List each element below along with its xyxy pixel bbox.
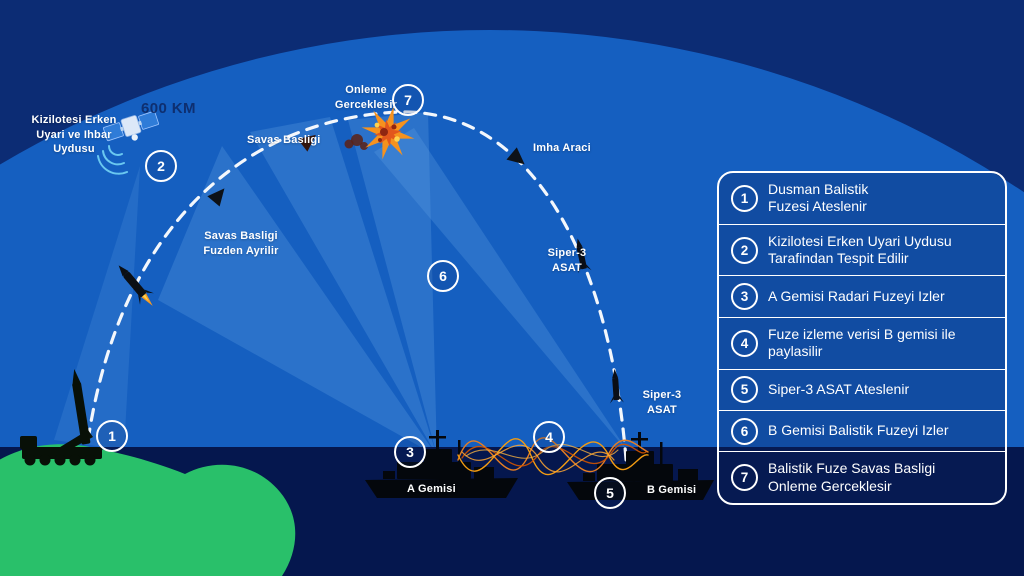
siper-lower-label-line1: Siper-3 xyxy=(642,389,682,401)
siper-upper-label: Siper-3 ASAT xyxy=(537,246,597,275)
ballistic-missile-icon xyxy=(118,265,154,306)
legend-item-7-line2: Onleme Gerceklesir xyxy=(768,477,892,494)
legend-panel: 1 Dusman Balistik Fuzesi Ateslenir 2 Kiz… xyxy=(717,171,1007,505)
erected-missile-icon xyxy=(72,368,91,445)
legend-item-2-line2: Tarafindan Tespit Edilir xyxy=(768,250,909,267)
explosion-icon xyxy=(344,106,415,160)
missile-launcher-icon xyxy=(20,368,102,466)
legend-item-7-line1: Balistik Fuze Savas Basligi xyxy=(768,460,936,477)
legend-item-6-number: 6 xyxy=(731,417,758,445)
legend-item-4: 4 Fuze izleme verisi B gemisi ile paylas… xyxy=(719,316,1005,369)
step-marker-1: 1 xyxy=(96,420,128,452)
legend-item-5: 5 Siper-3 ASAT Ateslenir xyxy=(719,368,1005,410)
legend-item-1: 1 Dusman Balistik Fuzesi Ateslenir xyxy=(719,173,1005,224)
radar-beam-apex xyxy=(348,112,437,456)
satellite-label-line1: Kizilotesi Erken xyxy=(31,114,117,126)
legend-item-4-line1: Fuze izleme verisi B gemisi ile xyxy=(768,325,956,342)
siper-upper-label-line2: ASAT xyxy=(552,261,582,274)
legend-item-7-text: Balistik Fuze Savas Basligi Onleme Gerce… xyxy=(768,460,935,495)
legend-item-3-text: A Gemisi Radari Fuzeyi Izler xyxy=(768,288,945,306)
legend-item-4-text: Fuze izleme verisi B gemisi ile paylasil… xyxy=(768,326,956,361)
radar-beam-left xyxy=(158,146,437,456)
ship-b-label: B Gemisi xyxy=(647,484,697,496)
legend-item-4-line2: paylasilir xyxy=(768,343,823,360)
warhead-icon xyxy=(297,134,316,152)
satellite-label-line3: Uydusu xyxy=(53,143,95,156)
step-marker-4: 4 xyxy=(533,421,565,453)
separation-label: Savas Basligi Fuzden Ayrilir xyxy=(192,229,290,258)
warhead-label: Savas Basligi xyxy=(247,134,321,146)
legend-item-5-text: Siper-3 ASAT Ateslenir xyxy=(768,381,909,399)
legend-item-2-number: 2 xyxy=(731,236,758,264)
step-marker-7: 7 xyxy=(392,84,424,116)
step-marker-6: 6 xyxy=(427,260,459,292)
radar-beam-mid xyxy=(250,117,437,456)
legend-item-2: 2 Kizilotesi Erken Uyari Uydusu Tarafind… xyxy=(719,223,1005,276)
legend-item-6: 6 B Gemisi Balistik Fuzeyi Izler xyxy=(719,409,1005,451)
step-marker-3: 3 xyxy=(394,436,426,468)
separation-label-line2: Fuzden Ayrilir xyxy=(203,244,279,257)
legend-item-4-number: 4 xyxy=(731,329,758,357)
ship-a-label: A Gemisi xyxy=(407,483,456,495)
legend-item-3: 3 A Gemisi Radari Fuzeyi Izler xyxy=(719,275,1005,316)
kill-vehicle-icon xyxy=(506,147,525,165)
trajectory-dashed-arc xyxy=(86,110,629,474)
intercept-label: Onleme Gerceklesir xyxy=(322,83,410,112)
legend-item-2-line1: Kizilotesi Erken Uyari Uydusu xyxy=(768,232,952,249)
radar-beam-ship-b xyxy=(374,128,628,452)
legend-item-1-text: Dusman Balistik Fuzesi Ateslenir xyxy=(768,181,868,216)
legend-item-2-text: Kizilotesi Erken Uyari Uydusu Tarafindan… xyxy=(768,233,952,268)
legend-item-3-number: 3 xyxy=(731,283,758,311)
separation-label-line1: Savas Basligi xyxy=(204,230,278,242)
legend-item-3-line1: A Gemisi Radari Fuzeyi Izler xyxy=(768,287,945,304)
satellite-signal-icon xyxy=(97,145,128,175)
intercept-label-line1: Onleme xyxy=(345,84,387,96)
legend-item-7-number: 7 xyxy=(731,464,758,492)
satellite-icon xyxy=(97,110,159,175)
legend-item-5-line1: Siper-3 ASAT Ateslenir xyxy=(768,380,910,397)
legend-item-1-line2: Fuzesi Ateslenir xyxy=(768,198,867,215)
kill-vehicle-label: Imha Araci xyxy=(533,142,591,154)
landmass xyxy=(0,444,296,576)
separated-warhead-icon xyxy=(207,188,225,207)
siper-lower-label-line2: ASAT xyxy=(647,403,677,416)
legend-item-7: 7 Balistik Fuze Savas Basligi Onleme Ger… xyxy=(719,451,1005,503)
atmosphere-dome xyxy=(0,30,1024,576)
legend-item-6-text: B Gemisi Balistik Fuzeyi Izler xyxy=(768,422,948,440)
siper-lower-label: Siper-3 ASAT xyxy=(632,388,692,417)
step-marker-2: 2 xyxy=(145,150,177,182)
legend-item-5-number: 5 xyxy=(731,376,758,404)
satellite-label-line2: Uyari ve Ihbar xyxy=(36,128,112,141)
step-marker-5: 5 xyxy=(594,477,626,509)
satellite-label: Kizilotesi Erken Uyari ve Ihbar Uydusu xyxy=(16,113,132,157)
legend-item-1-line1: Dusman Balistik xyxy=(768,180,869,197)
siper-upper-label-line1: Siper-3 xyxy=(547,247,587,259)
legend-item-1-number: 1 xyxy=(731,184,758,212)
intercept-label-line2: Gerceklesir xyxy=(334,98,398,111)
altitude-label: 600 KM xyxy=(141,100,196,117)
legend-item-6-line1: B Gemisi Balistik Fuzeyi Izler xyxy=(768,422,949,439)
